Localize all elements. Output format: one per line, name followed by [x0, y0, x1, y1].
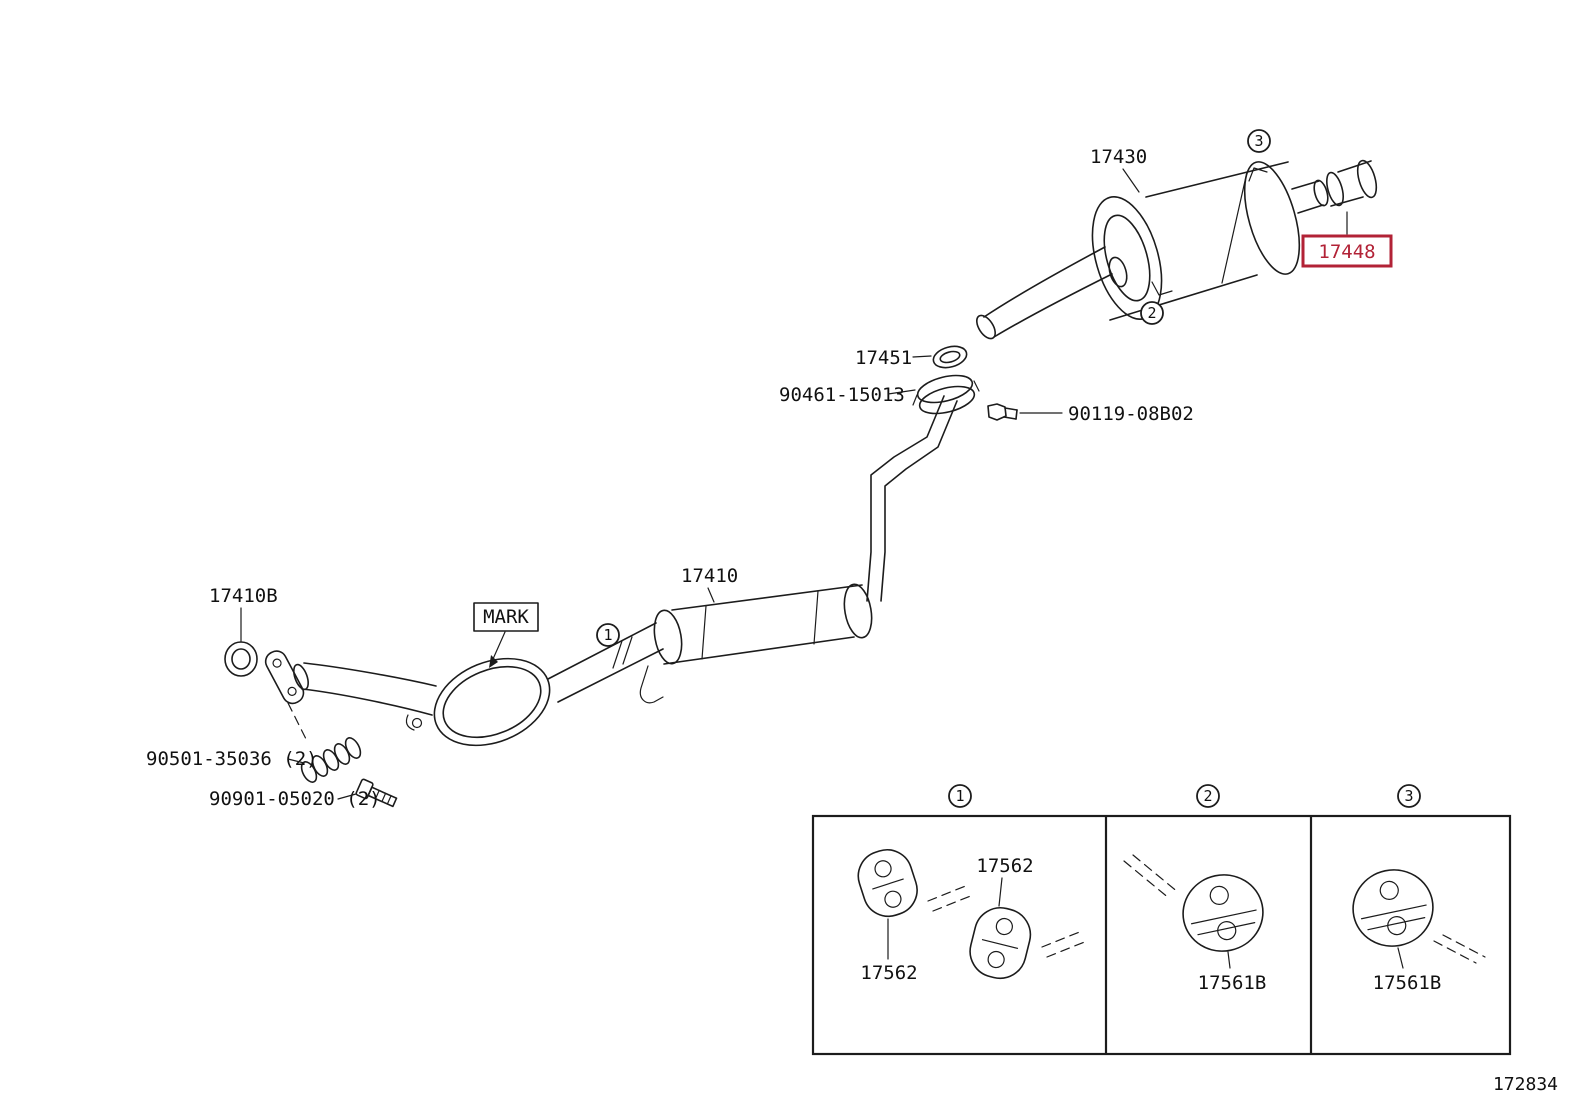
legend-panel-3-hanger — [1352, 869, 1434, 947]
part-label-90119-08B02-group: 90119-08B02 — [1019, 403, 1194, 425]
part-number-17562-top[interactable]: 17562 — [976, 855, 1033, 877]
legend-table — [811, 814, 1512, 1056]
legend-panel-1-label-bottom-group: 17562 — [860, 918, 918, 984]
svg-text:3: 3 — [1404, 787, 1413, 805]
svg-text:2: 2 — [1147, 304, 1156, 322]
legend-callout-3: 3 — [1397, 784, 1421, 808]
legend-outer-border — [811, 814, 1512, 1056]
legend-panel-3-rod-marks — [1433, 934, 1486, 964]
legend-panel-1-hanger-lower — [969, 907, 1032, 980]
highlighted-part-label-group: 17448 — [1301, 234, 1393, 268]
legend-callout-1: 1 — [948, 784, 972, 808]
legend-panel-1-rod-marks-upper — [927, 884, 974, 912]
part-label-17430-group: 17430 — [1090, 146, 1147, 193]
legend-callout-2: 2 — [1196, 784, 1220, 808]
legend-panel-3-label-group: 17561B — [1373, 947, 1442, 994]
part-number-17561B-panel3[interactable]: 17561B — [1373, 972, 1442, 994]
front-gasket-drawing — [224, 641, 258, 677]
catalytic-converter-drawing — [405, 657, 551, 747]
rear-muffler-drawing — [1091, 161, 1301, 321]
legend-panel-1-hanger-upper — [857, 849, 918, 918]
part-label-90901-05020-group: 90901-05020 (2) — [209, 788, 381, 810]
mark-callout-group: MARK — [473, 602, 539, 668]
rear-gasket-drawing — [932, 345, 968, 369]
callout-3: 3 — [1247, 129, 1271, 153]
legend-panel-2-hanger — [1182, 874, 1264, 952]
muffler-inlet-pipe-drawing — [976, 246, 1113, 340]
part-number-17430[interactable]: 17430 — [1090, 146, 1147, 168]
part-number-90901-05020[interactable]: 90901-05020 (2) — [209, 788, 381, 810]
part-label-90501-35036-group: 90501-35036 (2) — [146, 748, 318, 770]
part-label-17410B-group: 17410B — [209, 585, 278, 642]
svg-text:1: 1 — [603, 626, 612, 644]
mid-pipe-and-hanger-drawing — [547, 622, 664, 704]
intermediate-pipe-drawing — [866, 395, 958, 602]
mark-label: MARK — [483, 606, 529, 628]
svg-text:1: 1 — [955, 787, 964, 805]
compression-spring-drawing — [300, 737, 362, 783]
highlight-box — [1301, 234, 1393, 268]
mark-arrowhead — [489, 655, 498, 668]
legend-panel-1-rod-marks-lower — [1041, 930, 1088, 958]
part-number-90461-15013[interactable]: 90461-15013 — [779, 384, 905, 406]
part-label-17451-group: 17451 — [855, 347, 932, 369]
front-bolt-drawing — [355, 778, 398, 808]
part-label-17410-group: 17410 — [681, 565, 738, 603]
part-number-17562-bottom[interactable]: 17562 — [860, 962, 917, 984]
front-pipe-drawing — [293, 662, 437, 716]
callout-2: 2 — [1140, 301, 1164, 325]
legend-panel-2-rod-marks — [1123, 854, 1180, 900]
part-number-17448[interactable]: 17448 — [1318, 241, 1375, 263]
resonator-drawing — [653, 583, 873, 665]
part-number-90501-35036[interactable]: 90501-35036 (2) — [146, 748, 318, 770]
callout-1: 1 — [596, 623, 620, 647]
part-label-90461-15013-group: 90461-15013 — [779, 384, 916, 406]
assembly-axis-dashed-line — [287, 702, 308, 742]
front-flange-drawing — [264, 650, 305, 705]
svg-text:2: 2 — [1203, 787, 1212, 805]
mark-box — [473, 602, 539, 632]
tailpipe-drawing — [1291, 179, 1329, 214]
legend-panel-1-label-top-group: 17562 — [976, 855, 1034, 907]
clamp-drawing — [912, 374, 980, 415]
tailpipe-tip-drawing — [1326, 159, 1378, 235]
figure-number: 172834 — [1493, 1074, 1558, 1095]
part-number-90119-08B02[interactable]: 90119-08B02 — [1068, 403, 1194, 425]
part-number-17410[interactable]: 17410 — [681, 565, 738, 587]
svg-text:3: 3 — [1254, 132, 1263, 150]
clamp-bolt-drawing — [987, 403, 1018, 421]
part-number-17451[interactable]: 17451 — [855, 347, 912, 369]
part-number-17561B-panel2[interactable]: 17561B — [1198, 972, 1267, 994]
legend-panel-2-label-group: 17561B — [1198, 951, 1267, 994]
part-number-17410B[interactable]: 17410B — [209, 585, 278, 607]
